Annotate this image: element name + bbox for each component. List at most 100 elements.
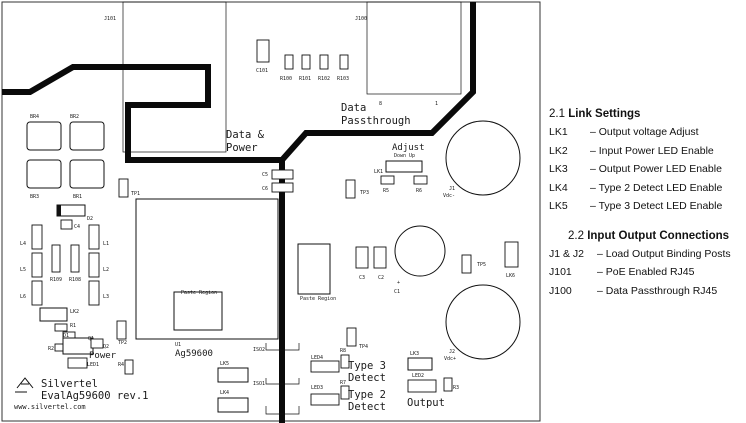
label-output: Output — [407, 397, 445, 409]
r103-part — [339, 54, 349, 70]
link-settings-row: LK3 – Output Power LED Enable — [549, 160, 746, 179]
tp5-part — [461, 254, 472, 274]
io-connections-title: 2.2 Input Output Connections — [549, 230, 746, 242]
c2-part — [373, 246, 387, 269]
label-down-up: Down Up — [394, 153, 415, 159]
label-l3: L3 — [103, 294, 109, 300]
led1-part — [67, 357, 88, 369]
link-desc: – Type 2 Detect LED Enable — [590, 181, 723, 194]
link-settings-title: 2.1 Link Settings — [549, 108, 746, 120]
label-r4: R4 — [118, 362, 124, 368]
link-settings-heading: Link Settings — [568, 108, 641, 120]
label-d2: D2 — [87, 216, 93, 222]
lk4-link — [217, 397, 249, 413]
c5-part — [271, 169, 294, 180]
label-r6: R6 — [416, 188, 422, 194]
tp4-part — [346, 327, 357, 347]
link-desc: – Output voltage Adjust — [590, 126, 699, 138]
tp3-part — [345, 179, 356, 199]
c3-part — [355, 246, 369, 269]
label-iso1: ISO1 — [253, 381, 265, 387]
label-c1: C1 — [394, 289, 400, 295]
label-br2: BR2 — [70, 114, 79, 120]
br4-part — [26, 121, 62, 151]
io-connections-number: 2.2 — [568, 229, 584, 242]
io-connections-heading: Input Output Connections — [587, 229, 730, 242]
io-connections-row: J100 – Data Passthrough RJ45 — [549, 282, 746, 301]
label-l4: L4 — [20, 241, 26, 247]
io-key: J101 — [549, 266, 572, 278]
label-j2: J2 — [449, 349, 455, 355]
br3-part — [26, 159, 62, 189]
lk2-link — [39, 307, 68, 322]
label-br3: BR3 — [30, 194, 39, 200]
label-c3: C3 — [359, 275, 365, 281]
label-r7: R7 — [340, 380, 346, 386]
lk6-link — [504, 241, 519, 268]
label-data-pass-1: Data — [341, 102, 366, 114]
link-key: LK1 — [549, 126, 568, 138]
j101-connector — [122, 1, 227, 153]
iso1-marker — [265, 378, 300, 385]
io-key: J1 & J2 — [549, 247, 585, 260]
lk1-link — [385, 160, 423, 173]
label-r103: R103 — [337, 76, 349, 82]
label-tp5: TP5 — [477, 262, 486, 268]
d2-part — [56, 204, 86, 217]
label-type3-1: Type 3 — [348, 360, 386, 372]
model-name: EvalAg59600 rev.1 — [41, 390, 148, 402]
label-data-power-1: Data & — [226, 129, 265, 141]
label-br4: BR4 — [30, 114, 39, 120]
io-connections-list: J1 & J2– Load Output Binding Posts J101–… — [549, 245, 746, 301]
label-r101: R101 — [299, 76, 311, 82]
label-c1-plus: + — [397, 280, 400, 286]
led4-part — [310, 360, 340, 373]
label-lk2: LK2 — [70, 309, 79, 315]
label-type2-2: Detect — [348, 401, 386, 413]
label-power: Power — [89, 351, 117, 361]
label-paste-region-right: Paste Region — [300, 296, 336, 302]
io-key: J100 — [549, 284, 572, 297]
link-key: LK3 — [549, 163, 568, 175]
link-settings-row: LK2– Input Power LED Enable — [549, 142, 746, 161]
lk3-link — [407, 357, 433, 371]
io-desc: – Data Passthrough RJ45 — [597, 284, 718, 297]
label-led3: LED3 — [311, 385, 323, 391]
website-url: www.silvertel.com — [14, 403, 86, 411]
label-lk5: LK5 — [220, 361, 229, 367]
label-l5: L5 — [20, 267, 26, 273]
label-c101: C101 — [256, 68, 268, 74]
l4-part — [31, 224, 43, 250]
l2-part — [88, 252, 100, 278]
r108-part — [70, 244, 80, 273]
label-data-power-2: Power — [226, 142, 258, 154]
c6-part — [271, 182, 294, 193]
label-c6: C6 — [262, 186, 268, 192]
label-pin8: 8 — [379, 101, 382, 107]
label-r8: R8 — [340, 348, 346, 354]
label-c4: C4 — [74, 224, 80, 230]
r6-part — [413, 175, 428, 185]
l6-part — [31, 280, 43, 306]
paste-region-right — [297, 243, 331, 295]
d2-cathode-band — [57, 205, 61, 216]
legend-panel: 2.1 Link Settings LK1 – Output voltage Ad… — [549, 108, 746, 300]
link-desc: – Output Power LED Enable — [590, 163, 722, 175]
label-tp1: TP1 — [131, 191, 140, 197]
br1-part — [69, 159, 105, 189]
br2-part — [69, 121, 105, 151]
brand-name: Silvertel — [41, 378, 98, 390]
isolation-trace-right — [279, 2, 476, 162]
r100-part — [284, 54, 294, 70]
lk5-link — [217, 367, 249, 383]
label-led1: LED1 — [87, 362, 99, 368]
label-tp2: TP2 — [118, 340, 127, 346]
label-lk3: LK3 — [410, 351, 419, 357]
label-vdc-minus: Vdc- — [443, 193, 455, 199]
r8-part — [340, 354, 350, 369]
label-r109: R109 — [50, 277, 62, 283]
label-j1: J1 — [449, 186, 455, 192]
label-q2: Q2 — [103, 344, 109, 350]
label-r1: R1 — [70, 323, 76, 329]
label-r100: R100 — [280, 76, 292, 82]
